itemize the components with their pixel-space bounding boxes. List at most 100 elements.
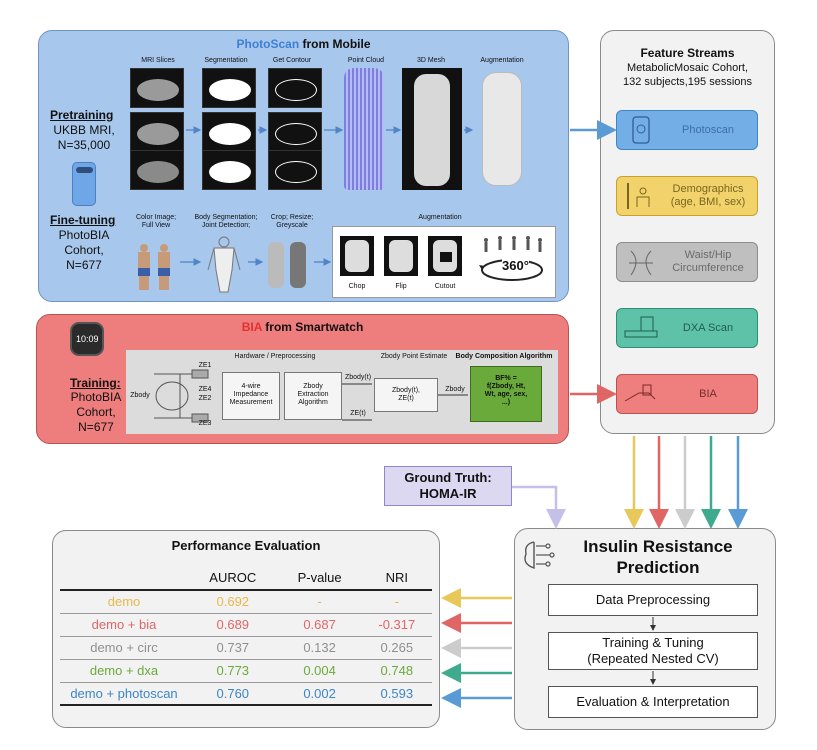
row-pvalue: 0.002 xyxy=(277,681,362,706)
bia-title: BIA from Smartwatch xyxy=(241,320,364,334)
mri-slice-3 xyxy=(130,150,184,190)
stage-label-augmentation: Augmentation xyxy=(480,57,524,64)
signal-zbody-t: Zbody(t) xyxy=(344,374,372,381)
performance-title: Performance Evaluation xyxy=(171,538,321,553)
table-row: demo 0.692 - - xyxy=(60,589,432,613)
aug-flip-label: Flip xyxy=(395,283,407,290)
stream-demographics: Demographics (age, BMI, sex) xyxy=(616,176,758,216)
performance-table: AUROC P-value NRI demo 0.692 - - demo + … xyxy=(60,566,432,706)
feature-streams-subtitle: MetabolicMosaic Cohort, 132 subjects,195… xyxy=(622,62,753,88)
segmentation-2 xyxy=(202,112,256,152)
zbody-title: Zbody Point Estimate xyxy=(380,353,448,360)
row-nri: 0.265 xyxy=(361,635,432,659)
finetune-stage-crop: Crop; Resize; Greyscale xyxy=(270,214,314,229)
row-auroc: 0.692 xyxy=(188,589,278,613)
segmentation-1 xyxy=(202,68,256,108)
row-auroc: 0.737 xyxy=(188,635,278,659)
stage-label-segmentation: Segmentation xyxy=(204,57,248,64)
col-auroc: AUROC xyxy=(209,570,257,585)
zbody-side-label: Zbody xyxy=(130,392,150,399)
aug-chop-image xyxy=(340,236,374,276)
row-nri: -0.317 xyxy=(361,612,432,636)
finetuning-label: Fine-tuning xyxy=(50,213,116,227)
point-cloud-image xyxy=(344,68,384,190)
rotation-label: 360° xyxy=(502,258,529,273)
ground-truth-box: Ground Truth: HOMA-IR xyxy=(384,466,512,506)
step-data-preprocessing: Data Preprocessing xyxy=(548,584,758,616)
stream-bia: BIA xyxy=(616,374,758,414)
phone-image xyxy=(72,162,96,206)
stage-label-mri: MRI Slices xyxy=(141,57,175,64)
electrode-ze1: ZE1 xyxy=(198,362,212,369)
aug-cutout-label: Cutout xyxy=(434,283,456,290)
signal-ze-t: ZE(t) xyxy=(350,410,366,417)
stage-label-contour: Get Contour xyxy=(272,57,312,64)
ground-truth-line1: Ground Truth: xyxy=(404,470,492,485)
box-bf: BF% = f(Zbody, Ht, Wt, age, sex, ...) xyxy=(470,366,542,422)
table-row: demo + dxa 0.773 0.004 0.748 xyxy=(60,658,432,682)
stage-label-mesh: 3D Mesh xyxy=(416,57,445,64)
body-segmentation-figure xyxy=(204,236,244,294)
prediction-title: Insulin Resistance Prediction xyxy=(583,537,733,577)
stream-photoscan: Photoscan xyxy=(616,110,758,150)
row-model: demo + dxa xyxy=(60,658,188,682)
training-label: Training: xyxy=(70,376,121,390)
smartwatch-image: 10:09 xyxy=(70,322,104,356)
col-pvalue: P-value xyxy=(297,570,342,585)
photoscan-title: PhotoScan from Mobile xyxy=(236,37,371,51)
signal-zbody: Zbody xyxy=(445,386,465,393)
electrode-ze2: ZE2 xyxy=(198,395,212,402)
mri-slice-2 xyxy=(130,112,184,152)
row-model: demo + circ xyxy=(60,635,188,659)
scanner-icon xyxy=(623,313,659,343)
augmentation-torso-image xyxy=(474,68,530,190)
algo-title: Body Composition Algorithm xyxy=(455,353,553,360)
tape-measure-icon xyxy=(623,247,659,277)
pretraining-label: Pretraining xyxy=(50,108,114,122)
table-row: demo + photoscan 0.760 0.002 0.593 xyxy=(60,681,432,706)
row-auroc: 0.689 xyxy=(188,612,278,636)
box-impedance: 4-wire Impedance Measurement xyxy=(222,372,280,420)
training-desc: PhotoBIA Cohort, N=677 xyxy=(70,390,122,434)
phone-scan-icon xyxy=(623,115,659,145)
feature-streams-panel xyxy=(600,30,775,434)
table-header-row: AUROC P-value NRI xyxy=(60,566,432,590)
row-nri: 0.593 xyxy=(361,681,432,706)
electrode-ze4: ZE4 xyxy=(198,386,212,393)
row-model: demo + photoscan xyxy=(60,681,188,706)
brain-network-icon xyxy=(520,538,558,577)
hw-title: Hardware / Preprocessing xyxy=(234,353,316,360)
step-evaluation: Evaluation & Interpretation xyxy=(548,686,758,718)
col-nri: NRI xyxy=(385,570,409,585)
box-extraction: Zbody Extraction Algorithm xyxy=(284,372,342,420)
finetune-stage-color: Color Image; Full View xyxy=(135,214,177,229)
row-pvalue: 0.132 xyxy=(277,635,362,659)
row-pvalue: 0.004 xyxy=(277,658,362,682)
contour-1 xyxy=(268,68,322,108)
color-image-person xyxy=(136,244,176,292)
row-auroc: 0.773 xyxy=(188,658,278,682)
stream-dxa: DXA Scan xyxy=(616,308,758,348)
row-pvalue: - xyxy=(277,589,362,613)
row-pvalue: 0.687 xyxy=(277,612,362,636)
row-auroc: 0.760 xyxy=(188,681,278,706)
step-training-tuning: Training & Tuning (Repeated Nested CV) xyxy=(548,632,758,670)
finetune-stage-seg: Body Segmentation; Joint Detection; xyxy=(194,214,258,229)
mri-slice-1 xyxy=(130,68,184,108)
aug-cutout-image xyxy=(428,236,462,276)
stage-label-pointcloud: Point Cloud xyxy=(347,57,385,64)
ground-truth-line2: HOMA-IR xyxy=(419,486,477,501)
row-model: demo xyxy=(60,589,188,613)
table-row: demo + circ 0.737 0.132 0.265 xyxy=(60,635,432,659)
segmentation-3 xyxy=(202,150,256,190)
finetuning-desc: PhotoBIA Cohort, N=677 xyxy=(58,228,110,272)
scale-person-icon xyxy=(623,181,659,211)
stream-waist-hip: Waist/Hip Circumference xyxy=(616,242,758,282)
electrode-circuit xyxy=(150,364,212,433)
aug-flip-image xyxy=(384,236,418,276)
